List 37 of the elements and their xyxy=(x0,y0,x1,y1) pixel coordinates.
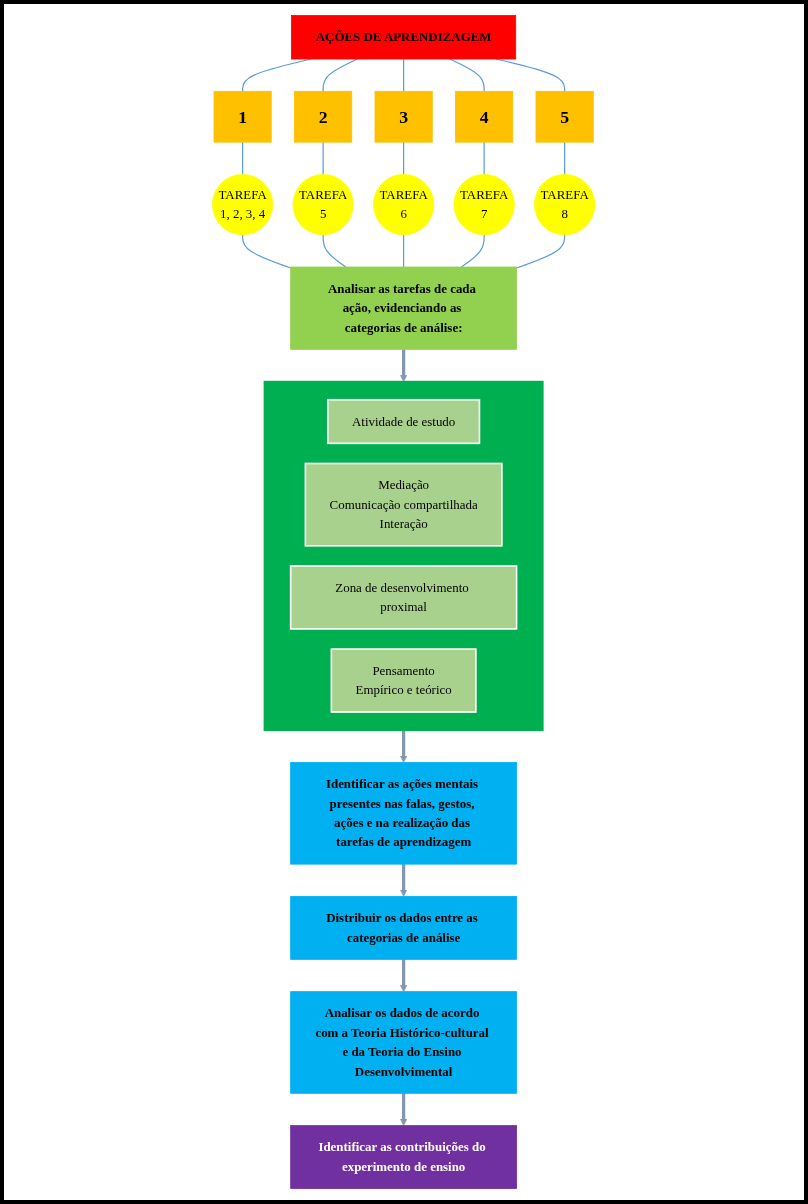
arrow xyxy=(400,959,408,992)
node-box: Mediação Comunicação compartilhada Interação xyxy=(304,462,504,547)
node-circle: TAREFA 7 xyxy=(453,174,516,236)
node-circle: TAREFA 5 xyxy=(292,174,355,236)
node-box: 5 xyxy=(535,90,595,143)
node-box: 3 xyxy=(374,90,434,143)
connector xyxy=(242,141,244,176)
node-box: Pensamento Empírico e teórico xyxy=(330,648,478,713)
connector xyxy=(461,234,486,268)
node-box: Distribuir os dados entre as categorias de análise xyxy=(290,896,518,960)
connector xyxy=(403,58,405,92)
node-box: Identificar as ações mentais presentes nas falas, gestos, ações e na realização das tarefas de aprendizagem xyxy=(290,762,518,865)
connector xyxy=(483,141,486,176)
node-circle: TAREFA 8 xyxy=(534,174,596,236)
connector xyxy=(403,141,405,176)
connector xyxy=(564,141,566,176)
node-box: Atividade de estudo xyxy=(327,398,481,445)
cluster xyxy=(264,380,544,731)
node-box: Analisar os dados de acordo com a Teoria Histórico-cultural e da Teoria do Ensino Desenvolvimental xyxy=(290,991,518,1094)
arrow xyxy=(400,1093,408,1126)
node-box: Zona de desenvolvimento proximal xyxy=(290,565,518,630)
arrow xyxy=(400,730,408,763)
connector xyxy=(322,141,325,176)
node-box: Analisar as tarefas de cada ação, evidenciando as categorias de análise: xyxy=(290,266,518,350)
connector xyxy=(242,234,292,269)
node-box: 4 xyxy=(455,90,514,143)
connector xyxy=(516,234,566,269)
node-circle: TAREFA 6 xyxy=(373,174,435,236)
node-box: 2 xyxy=(294,90,353,143)
connector xyxy=(322,234,347,268)
node-box: AÇÕES DE APRENDIZAGEM xyxy=(291,15,517,60)
node-box: 1 xyxy=(213,90,273,143)
arrow xyxy=(400,349,408,382)
node-circle: TAREFA 1, 2, 3, 4 xyxy=(212,174,274,236)
connector xyxy=(403,234,405,268)
node-box: Identificar as contribuições do experimento de ensino xyxy=(290,1125,518,1189)
arrow xyxy=(400,864,408,897)
